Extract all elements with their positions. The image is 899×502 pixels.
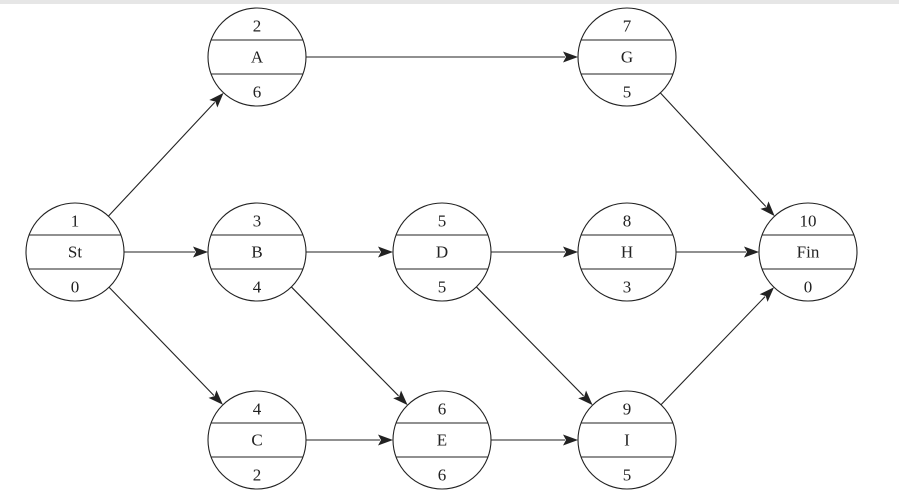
node-label: Fin bbox=[797, 243, 820, 262]
node-label: I bbox=[624, 431, 630, 450]
node-circle bbox=[758, 202, 858, 302]
edge-line bbox=[108, 101, 216, 217]
edge-line bbox=[475, 286, 584, 397]
edge-a-g bbox=[306, 51, 578, 63]
edges-layer bbox=[108, 51, 775, 446]
node-number: 9 bbox=[623, 400, 632, 419]
edge-d-h bbox=[491, 246, 578, 258]
arrowhead-icon bbox=[378, 434, 393, 446]
top-strip bbox=[0, 0, 899, 4]
edge-c-e bbox=[306, 434, 393, 446]
arrowhead-icon bbox=[393, 390, 408, 406]
node-label: E bbox=[437, 431, 447, 450]
edge-b-e bbox=[290, 286, 408, 406]
node-number: 2 bbox=[253, 17, 262, 36]
edge-e-i bbox=[491, 434, 578, 446]
node-g: 7G 5 bbox=[577, 7, 677, 107]
arrowhead-icon bbox=[760, 201, 775, 217]
node-circle bbox=[392, 202, 492, 302]
node-number: 6 bbox=[438, 400, 447, 419]
edge-st-b bbox=[124, 246, 208, 258]
node-label: C bbox=[251, 431, 262, 450]
node-label: G bbox=[621, 48, 633, 67]
arrowhead-icon bbox=[563, 51, 578, 63]
node-c: 4C 2 bbox=[207, 390, 307, 490]
edge-g-fin bbox=[659, 92, 775, 217]
edge-line bbox=[108, 286, 215, 396]
node-number: 4 bbox=[253, 400, 262, 419]
node-number: 1 bbox=[71, 212, 80, 231]
arrowhead-icon bbox=[759, 287, 775, 302]
node-number: 8 bbox=[623, 212, 632, 231]
node-duration: 3 bbox=[623, 278, 632, 297]
node-number: 5 bbox=[438, 212, 447, 231]
node-label: A bbox=[251, 48, 264, 67]
node-circle bbox=[392, 390, 492, 490]
arrowhead-icon bbox=[744, 246, 759, 258]
node-duration: 0 bbox=[804, 278, 813, 297]
edge-i-fin bbox=[660, 287, 775, 406]
edge-line bbox=[290, 286, 399, 397]
node-d: 5D5 bbox=[392, 202, 492, 302]
node-label: H bbox=[621, 243, 633, 262]
node-a: 2A 6 bbox=[207, 7, 307, 107]
node-duration: 6 bbox=[438, 466, 447, 485]
edge-line bbox=[660, 296, 766, 406]
node-duration: 4 bbox=[253, 278, 262, 297]
node-duration: 5 bbox=[623, 83, 632, 102]
arrowhead-icon bbox=[378, 246, 393, 258]
arrowhead-icon bbox=[208, 390, 223, 405]
node-label: B bbox=[251, 243, 262, 262]
node-circle bbox=[207, 390, 307, 490]
node-circle bbox=[207, 7, 307, 107]
arrowhead-icon bbox=[578, 390, 593, 406]
arrowhead-icon bbox=[563, 246, 578, 258]
node-circle bbox=[577, 7, 677, 107]
node-duration: 0 bbox=[71, 278, 80, 297]
node-number: 7 bbox=[623, 17, 632, 36]
node-circle bbox=[577, 390, 677, 490]
edge-h-fin bbox=[676, 246, 759, 258]
node-number: 10 bbox=[800, 212, 817, 231]
node-h: 8H 3 bbox=[577, 202, 677, 302]
edge-b-d bbox=[306, 246, 393, 258]
node-duration: 6 bbox=[253, 83, 262, 102]
node-label: D bbox=[436, 243, 448, 262]
node-circle bbox=[577, 202, 677, 302]
edge-st-a bbox=[108, 92, 224, 217]
node-b: 3B 4 bbox=[207, 202, 307, 302]
edge-d-i bbox=[475, 286, 593, 406]
arrowhead-icon bbox=[193, 246, 208, 258]
node-duration: 5 bbox=[438, 278, 447, 297]
edge-st-c bbox=[108, 286, 223, 405]
node-e: 6E6 bbox=[392, 390, 492, 490]
arrowhead-icon bbox=[563, 434, 578, 446]
node-label: St bbox=[68, 243, 82, 262]
node-circle bbox=[207, 202, 307, 302]
node-i: 9I 5 bbox=[577, 390, 677, 490]
node-number: 3 bbox=[253, 212, 262, 231]
node-circle bbox=[25, 202, 125, 302]
node-duration: 2 bbox=[253, 466, 262, 485]
edge-line bbox=[659, 92, 767, 207]
node-st: 1St 0 bbox=[25, 202, 125, 302]
node-duration: 5 bbox=[623, 466, 632, 485]
arrowhead-icon bbox=[209, 92, 224, 108]
